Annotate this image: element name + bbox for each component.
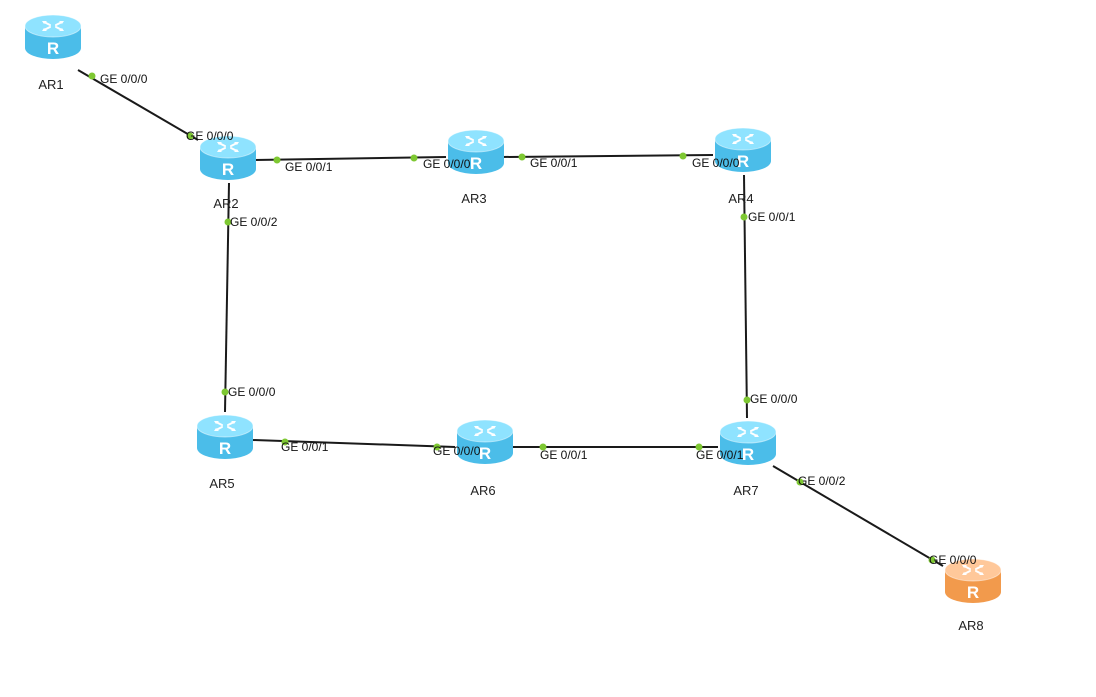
port-label-ar7: GE 0/0/2 [798, 474, 846, 488]
router-icon-ar2[interactable]: R [198, 133, 258, 183]
router-icon-ar1[interactable]: R [23, 12, 83, 62]
link-ar4-ar7[interactable] [743, 174, 748, 419]
svg-text:R: R [219, 439, 231, 458]
port-label-ar2: GE 0/0/2 [230, 215, 278, 229]
svg-text:R: R [479, 444, 491, 463]
port-dot-ar6[interactable] [539, 443, 547, 451]
port-label-ar6: GE 0/0/0 [433, 444, 481, 458]
port-label-ar4: GE 0/0/0 [692, 156, 740, 170]
port-label-ar6: GE 0/0/1 [540, 448, 588, 462]
router-label-ar2: AR2 [213, 196, 239, 211]
svg-text:R: R [737, 152, 749, 171]
port-dot-ar7[interactable] [796, 478, 804, 486]
port-label-ar2: GE 0/0/0 [186, 129, 234, 143]
router-icon-ar5[interactable]: R [195, 412, 255, 462]
port-dot-ar5[interactable] [281, 438, 289, 446]
port-label-ar1: GE 0/0/0 [100, 72, 148, 86]
port-dot-ar8[interactable] [928, 556, 936, 564]
port-dot-ar1[interactable] [88, 72, 96, 80]
link-ar2-ar5[interactable] [224, 182, 230, 413]
port-label-ar3: GE 0/0/1 [530, 156, 578, 170]
port-label-ar3: GE 0/0/0 [423, 157, 471, 171]
link-ar3-ar4[interactable] [501, 154, 714, 158]
port-dot-ar7[interactable] [695, 443, 703, 451]
port-dot-ar6[interactable] [433, 443, 441, 451]
router-label-ar7: AR7 [733, 483, 759, 498]
port-label-ar7: GE 0/0/0 [750, 392, 798, 406]
port-dot-ar2[interactable] [273, 156, 281, 164]
router-label-ar4: AR4 [728, 191, 754, 206]
svg-text:R: R [742, 445, 754, 464]
port-label-ar2: GE 0/0/1 [285, 160, 333, 174]
port-label-ar4: GE 0/0/1 [748, 210, 796, 224]
port-dot-ar7[interactable] [743, 396, 751, 404]
router-label-ar3: AR3 [461, 191, 487, 206]
port-dot-ar2[interactable] [224, 218, 232, 226]
router-label-ar1: AR1 [38, 77, 64, 92]
router-icon-ar7[interactable]: R [718, 418, 778, 468]
router-icon-ar4[interactable]: R [713, 125, 773, 175]
router-icon-ar6[interactable]: R [455, 417, 515, 467]
port-dot-ar2[interactable] [186, 132, 194, 140]
port-dot-ar4[interactable] [679, 152, 687, 160]
router-label-ar8: AR8 [958, 618, 984, 633]
svg-text:R: R [967, 583, 979, 602]
port-dot-ar4[interactable] [740, 213, 748, 221]
port-label-ar8: GE 0/0/0 [929, 553, 977, 567]
port-label-ar5: GE 0/0/1 [281, 440, 329, 454]
router-icon-ar3[interactable]: R [446, 127, 506, 177]
port-dot-ar5[interactable] [221, 388, 229, 396]
svg-text:R: R [222, 160, 234, 179]
router-label-ar6: AR6 [470, 483, 496, 498]
svg-text:R: R [47, 39, 59, 58]
port-label-ar5: GE 0/0/0 [228, 385, 276, 399]
link-ar1-ar2[interactable] [77, 69, 199, 141]
router-icon-ar8[interactable]: R [943, 556, 1003, 606]
port-label-ar7: GE 0/0/1 [696, 448, 744, 462]
port-dot-ar3[interactable] [518, 153, 526, 161]
port-dot-ar3[interactable] [410, 154, 418, 162]
router-label-ar5: AR5 [209, 476, 235, 491]
svg-text:R: R [470, 154, 482, 173]
